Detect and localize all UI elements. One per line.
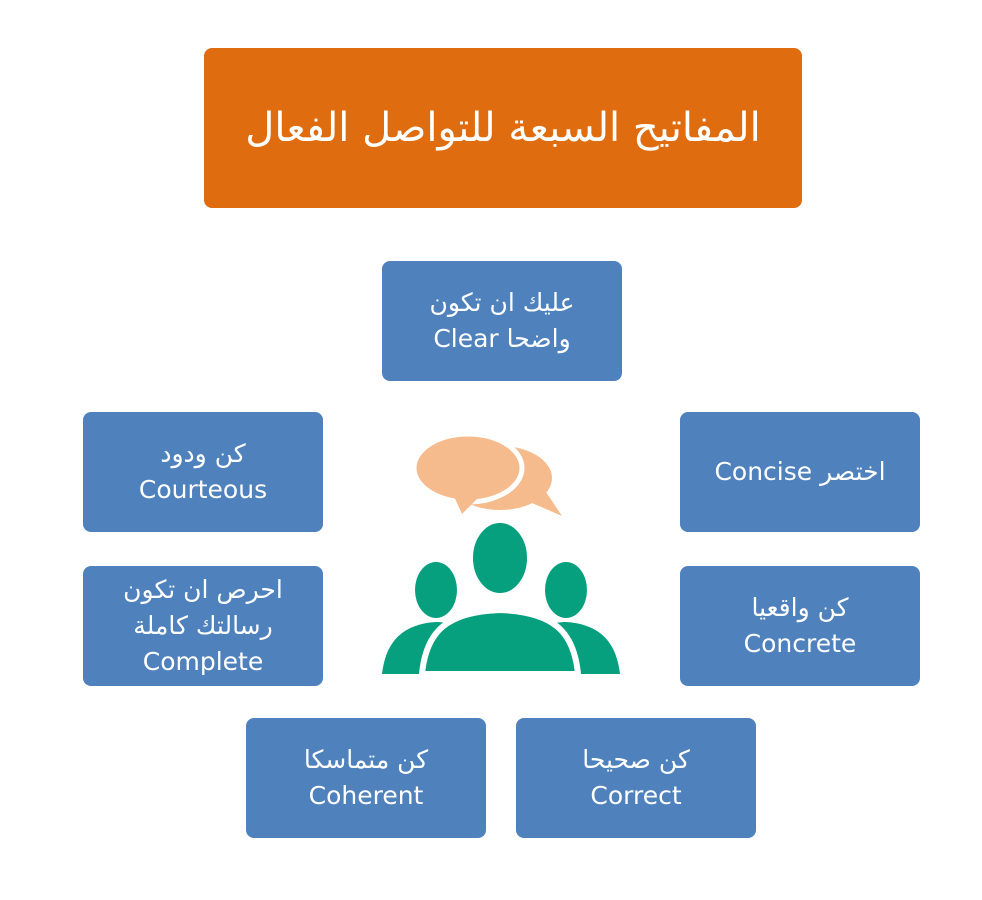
key-box-complete: احرص ان تكون رسالتك كاملة Complete: [83, 566, 323, 686]
key-box-coherent: كن متماسكا Coherent: [246, 718, 486, 838]
key-complete-line2: رسالتك كاملة: [133, 611, 273, 640]
key-concrete-line2: Concrete: [743, 629, 857, 658]
key-correct-line1: كن صحيحا: [582, 745, 690, 774]
people-talking-icon: [382, 431, 620, 677]
key-coherent-line2: Coherent: [308, 781, 424, 810]
key-box-concrete: كن واقعيا Concrete: [680, 566, 920, 686]
key-box-courteous: كن ودود Courteous: [83, 412, 323, 532]
key-courteous-line1: كن ودود: [160, 439, 246, 468]
key-concrete-line1: كن واقعيا: [751, 593, 849, 622]
page-title: المفاتيح السبعة للتواصل الفعال: [245, 105, 761, 151]
key-complete-line1: احرص ان تكون: [123, 575, 283, 604]
key-correct-line2: Correct: [590, 781, 682, 810]
key-box-clear: عليك ان تكون واضحا Clear: [382, 261, 622, 381]
key-courteous-line2: Courteous: [138, 475, 268, 504]
key-concise-line1: اختصر Concise: [714, 457, 886, 486]
key-box-concise: اختصر Concise: [680, 412, 920, 532]
key-complete-line3: Complete: [142, 647, 264, 676]
title-box: المفاتيح السبعة للتواصل الفعال: [204, 48, 802, 208]
key-box-correct: كن صحيحا Correct: [516, 718, 756, 838]
key-clear-line2: واضحا Clear: [433, 324, 571, 353]
key-coherent-line1: كن متماسكا: [303, 745, 429, 774]
key-clear-line1: عليك ان تكون: [429, 288, 575, 317]
